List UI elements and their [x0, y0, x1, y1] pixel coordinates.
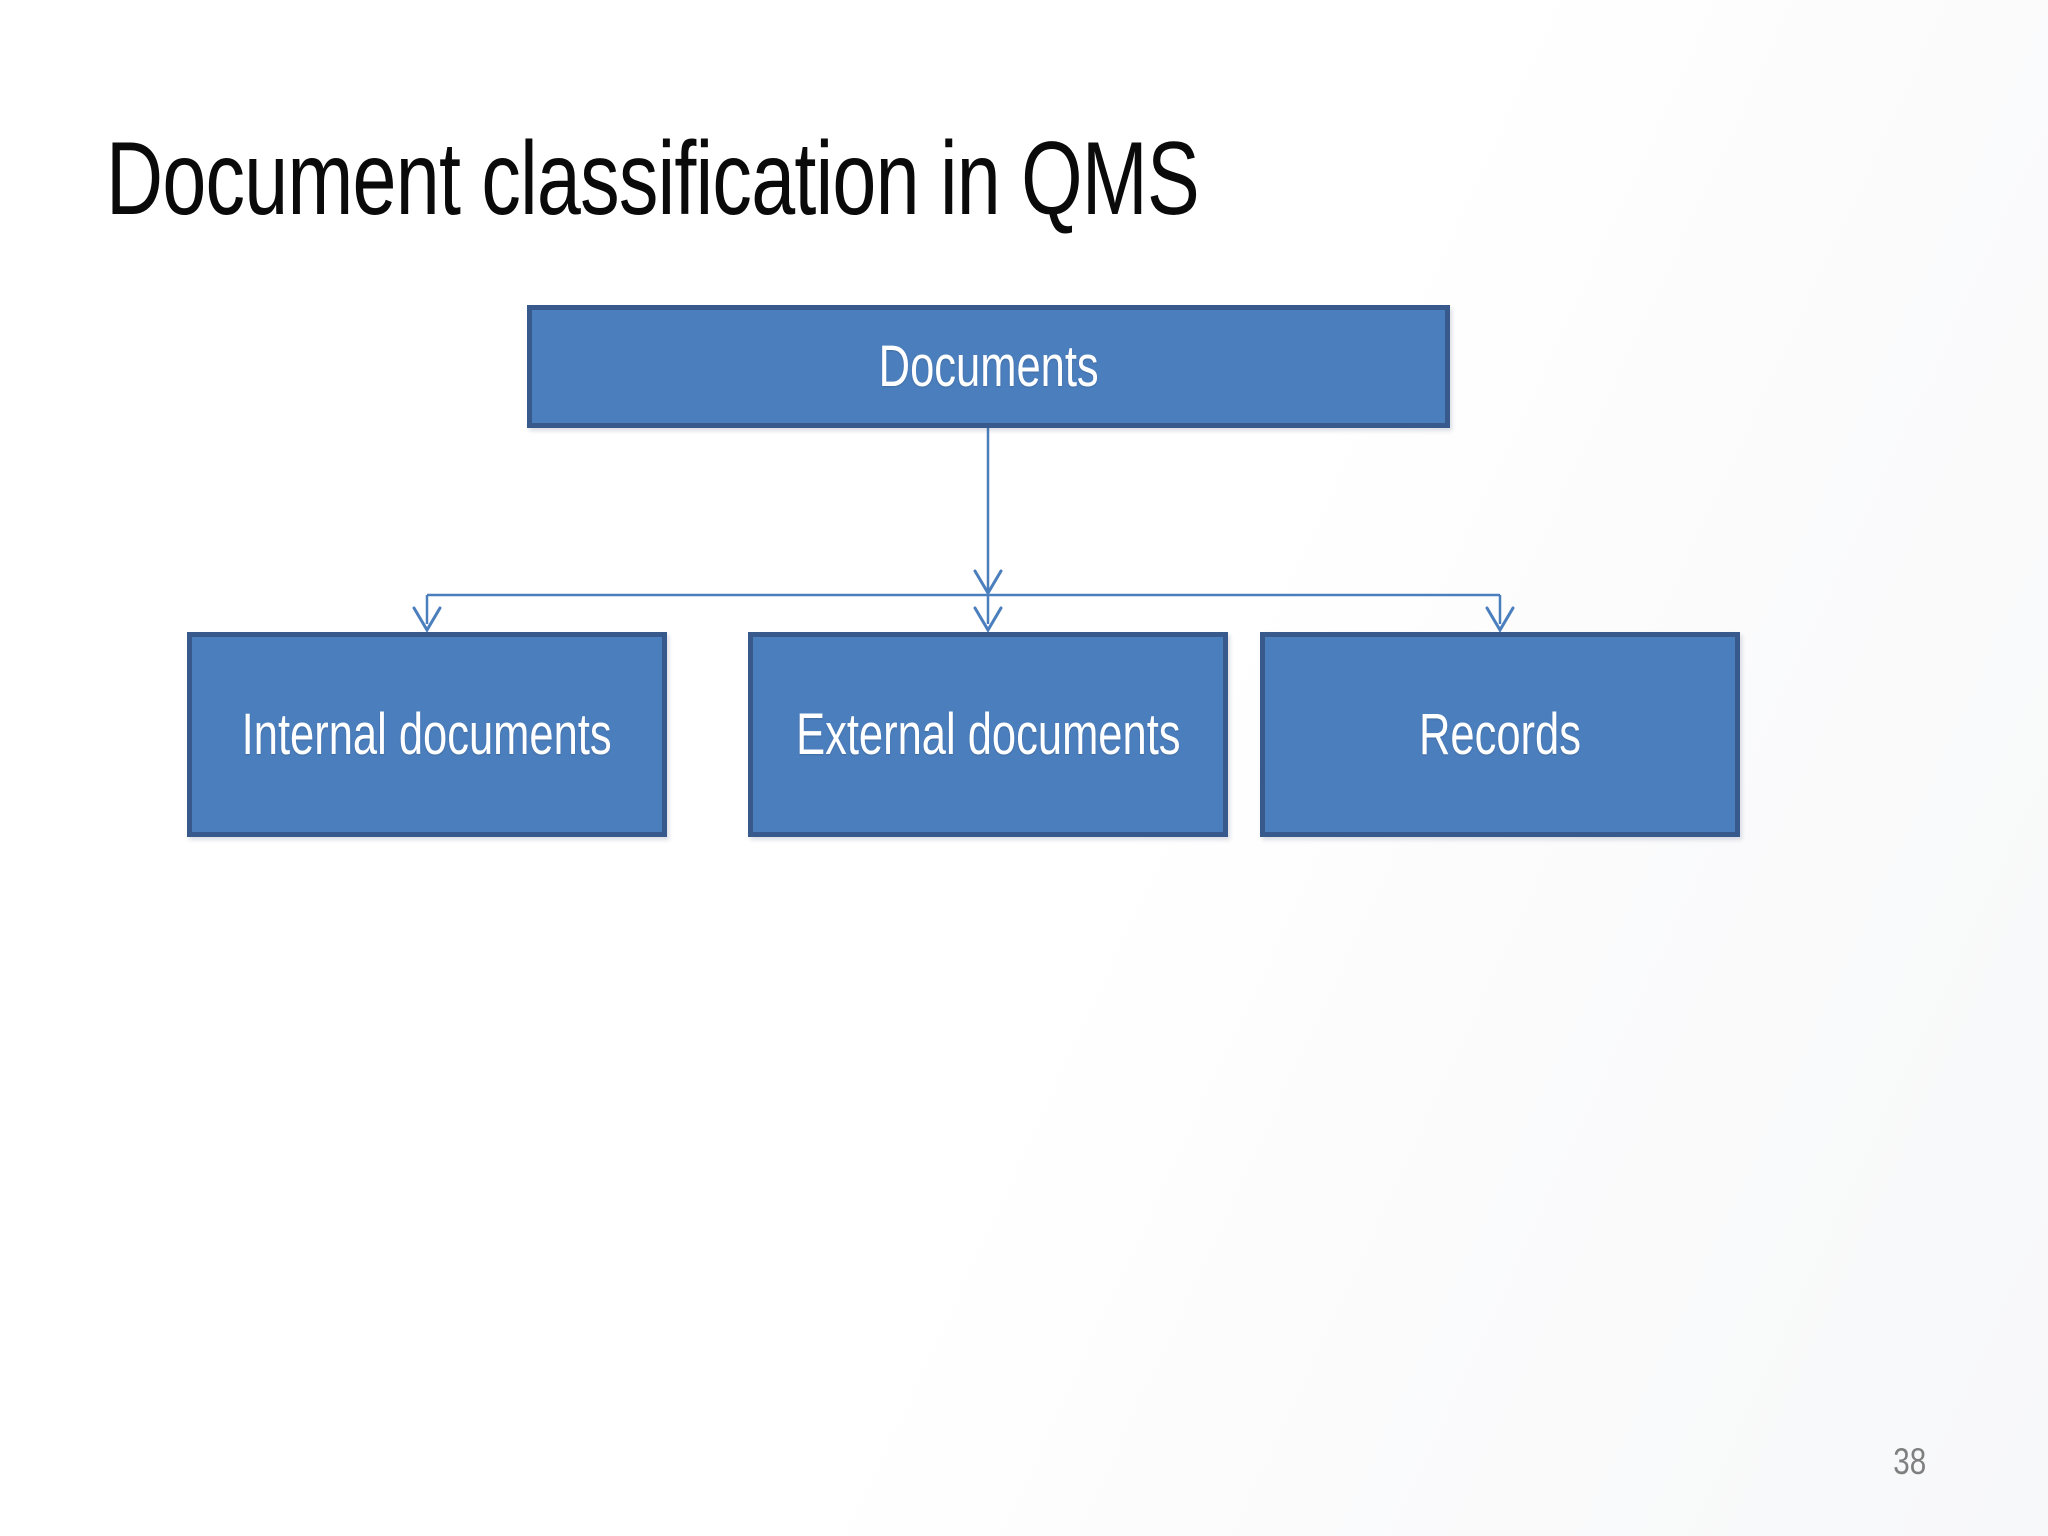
node-internal-documents-label: Internal documents — [242, 701, 612, 767]
node-records: Records — [1260, 632, 1740, 837]
node-internal-documents: Internal documents — [187, 632, 667, 837]
node-external-documents: External documents — [748, 632, 1228, 837]
arrow-to-external-documents — [973, 595, 1003, 633]
page-title: Document classification in QMS — [106, 121, 1200, 237]
node-documents: Documents — [527, 305, 1450, 428]
arrow-to-internal-documents — [412, 595, 442, 633]
node-records-label: Records — [1418, 701, 1581, 767]
arrow-to-records — [1485, 595, 1515, 633]
node-documents-label: Documents — [878, 333, 1099, 399]
page-number: 38 — [1893, 1441, 1926, 1482]
node-external-documents-label: External documents — [795, 701, 1181, 767]
arrow-documents-to-junction — [973, 428, 1003, 596]
